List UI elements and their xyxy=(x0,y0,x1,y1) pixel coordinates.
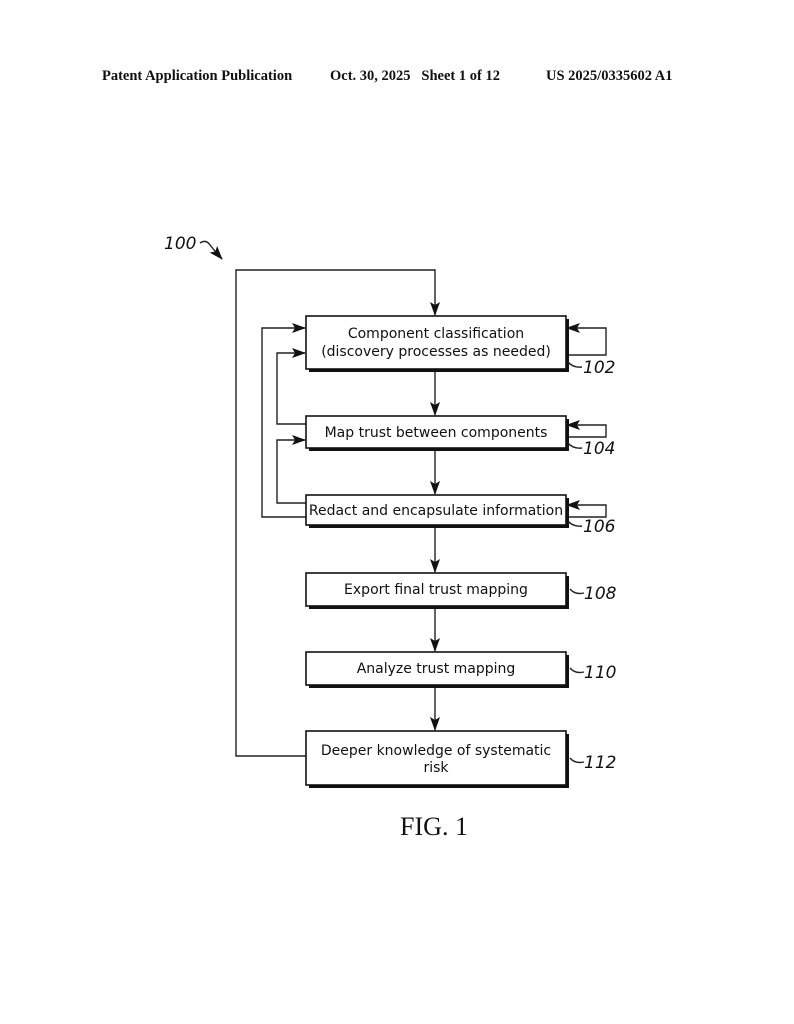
self-loop-104 xyxy=(566,420,607,438)
step-ref-110: 110 xyxy=(584,663,616,683)
loop-104-to-102 xyxy=(276,348,306,425)
step-ref-112: 112 xyxy=(584,753,616,773)
ref-leader-108 xyxy=(569,588,585,595)
step-box-104: Map trust between components xyxy=(305,415,569,451)
step-110-line-1: Analyze trust mapping xyxy=(357,661,516,677)
self-loop-106 xyxy=(566,500,607,518)
step-ref-104: 104 xyxy=(583,439,615,459)
step-box-102: Component classification (discovery proc… xyxy=(305,315,569,372)
step-box-112: Deeper knowledge of systematic risk xyxy=(305,730,569,788)
step-108-line-1: Export final trust mapping xyxy=(344,582,528,598)
ref-leader-106 xyxy=(567,520,583,527)
self-loop-102 xyxy=(566,323,607,356)
ref-leader-110 xyxy=(569,667,585,674)
step-112-line-1: Deeper knowledge of systematic xyxy=(321,743,551,759)
step-ref-102: 102 xyxy=(583,358,615,378)
loop-106-to-104 xyxy=(276,435,306,504)
step-box-106: Redact and encapsulate information xyxy=(305,494,569,528)
step-box-110: Analyze trust mapping xyxy=(305,651,569,688)
ref-leader-104 xyxy=(567,442,583,449)
step-104-line-1: Map trust between components xyxy=(325,425,548,441)
figure-ref-pointer xyxy=(199,240,223,260)
step-box-108: Export final trust mapping xyxy=(305,572,569,609)
ref-leader-102 xyxy=(567,361,583,368)
loop-106-to-102 xyxy=(261,323,306,518)
header-date-sheet: Oct. 30, 2025 Sheet 1 of 12 xyxy=(330,68,500,84)
figure-ref-label: 100 xyxy=(164,234,196,254)
header-publication: Patent Application Publication xyxy=(102,68,293,84)
step-ref-108: 108 xyxy=(584,584,617,604)
ref-leader-112 xyxy=(569,757,585,764)
step-106-line-1: Redact and encapsulate information xyxy=(309,503,563,519)
figure-caption: FIG. 1 xyxy=(400,812,468,841)
step-102-line-2: (discovery processes as needed) xyxy=(321,344,551,360)
header-patent-number: US 2025/0335602 A1 xyxy=(546,68,673,84)
step-ref-106: 106 xyxy=(583,517,616,537)
step-112-line-2: risk xyxy=(423,760,449,776)
loop-112-to-102 xyxy=(235,269,440,757)
step-102-line-1: Component classification xyxy=(348,326,524,342)
